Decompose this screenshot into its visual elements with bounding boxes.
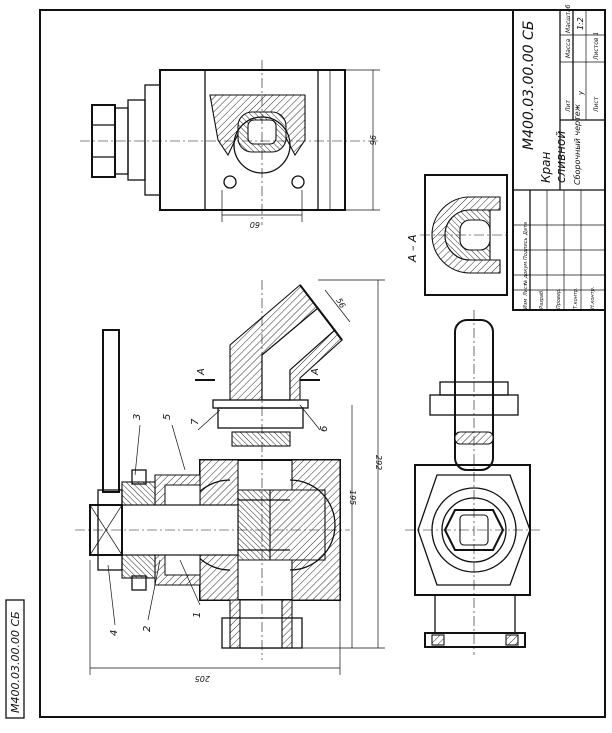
rev-col-1: Лист	[523, 282, 529, 297]
side-view	[405, 310, 540, 655]
sheet-border	[39, 9, 606, 718]
role-1: Провер.	[556, 288, 562, 309]
callout-4: 4	[109, 630, 120, 636]
title-sheet: Лист	[593, 96, 600, 113]
title-name-2: сливной	[554, 131, 568, 183]
callout-5: 5	[162, 414, 173, 420]
title-doc-type: Сборочный чертеж	[573, 103, 582, 185]
callout-7: 7	[190, 418, 201, 425]
callout-1: 1	[192, 612, 203, 618]
dim-292: 292	[374, 455, 383, 470]
cut-mark-right: А	[310, 368, 321, 376]
cut-mark-left: А	[196, 368, 207, 376]
left-stamp-text: М400.03.00.00 СБ	[9, 611, 22, 713]
section-a-a: А – А	[406, 174, 510, 296]
top-view: 96 60	[80, 60, 380, 229]
title-designation: М400.03.00.00 СБ	[521, 21, 537, 150]
title-lit-value: у	[577, 90, 585, 96]
dim-96: 96	[368, 135, 377, 145]
title-name-1: Кран	[539, 152, 553, 183]
section-label: А – А	[406, 234, 419, 263]
title-col-scale: Масштаб	[565, 4, 572, 33]
title-block: М400.03.00.00 СБ Кран сливной Сборочный …	[512, 4, 606, 311]
dim-56: 56	[334, 297, 347, 310]
title-col-lit: Лит	[565, 100, 572, 113]
rev-col-3: Подпись	[523, 237, 529, 260]
dim-205: 205	[195, 674, 210, 683]
front-section-view: А А 292 195 56 205 1 2 3 4 5 6 7	[75, 279, 385, 683]
dim-60: 60	[250, 220, 260, 229]
role-3: Н.контр.	[590, 287, 596, 309]
role-0: Разраб.	[539, 289, 545, 309]
rev-col-0: Изм	[523, 299, 529, 309]
callout-6: 6	[319, 426, 330, 432]
dim-195: 195	[348, 490, 357, 505]
title-sheets: Листов 1	[593, 32, 600, 61]
title-scale-value: 1:2	[576, 17, 585, 30]
rev-col-4: Дата	[523, 222, 529, 236]
left-stamp: М400.03.00.00 СБ	[5, 599, 25, 719]
rev-col-2: № докум.	[523, 260, 529, 286]
callout-3: 3	[132, 414, 143, 420]
role-2: Т.контр.	[573, 287, 579, 309]
callout-2: 2	[142, 626, 153, 632]
title-col-mass: Масса	[565, 39, 572, 58]
